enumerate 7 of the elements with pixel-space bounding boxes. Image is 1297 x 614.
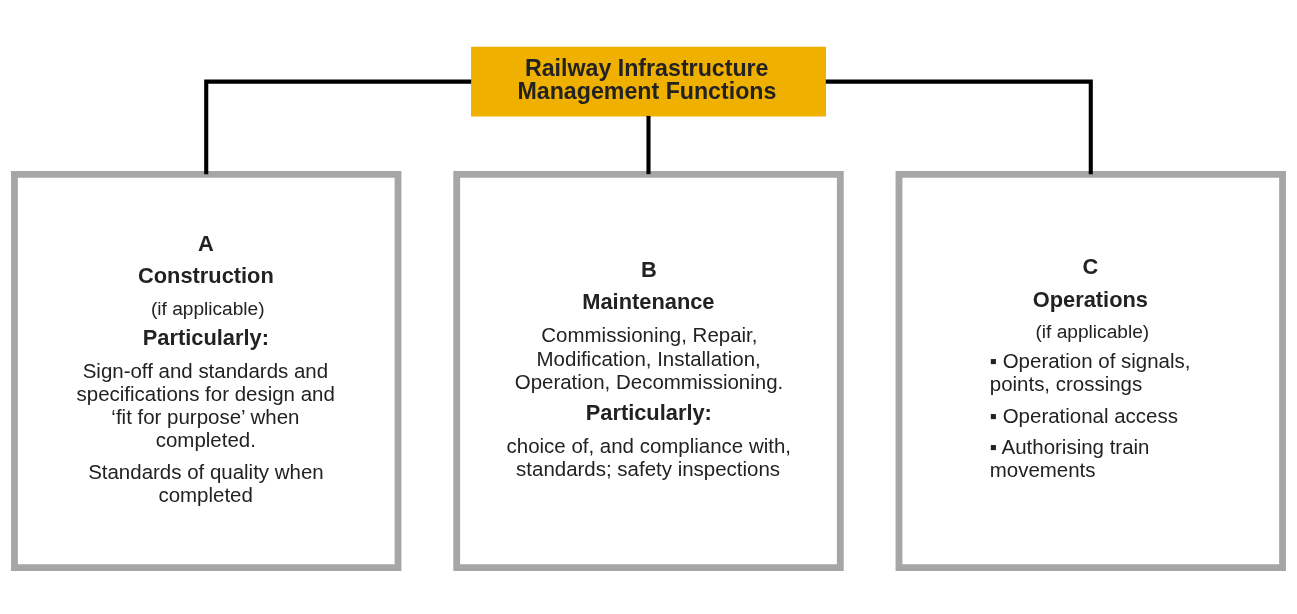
node-box: Railway Infrastructure Management Functions: [471, 46, 826, 116]
connector: [825, 79, 1093, 174]
node-box: A Construction (if applicable) Particularly: Sign-off and standards and specifications for design and ‘fit for purpose’ when completed. Standards of quality when completed: [11, 170, 402, 571]
connector: [646, 115, 651, 174]
connector: [204, 79, 472, 174]
node-box: B Maintenance Commissioning, Repair, Modification, Installation, Operation, Decommissioning. Particularly: choice of, and compliance with, standards; safety inspections: [453, 170, 844, 571]
node-box: C Operations (if applicable) ▪ Operation of signals, points, crossings ▪ Operational access ▪ Authorising train movements: [895, 170, 1286, 571]
